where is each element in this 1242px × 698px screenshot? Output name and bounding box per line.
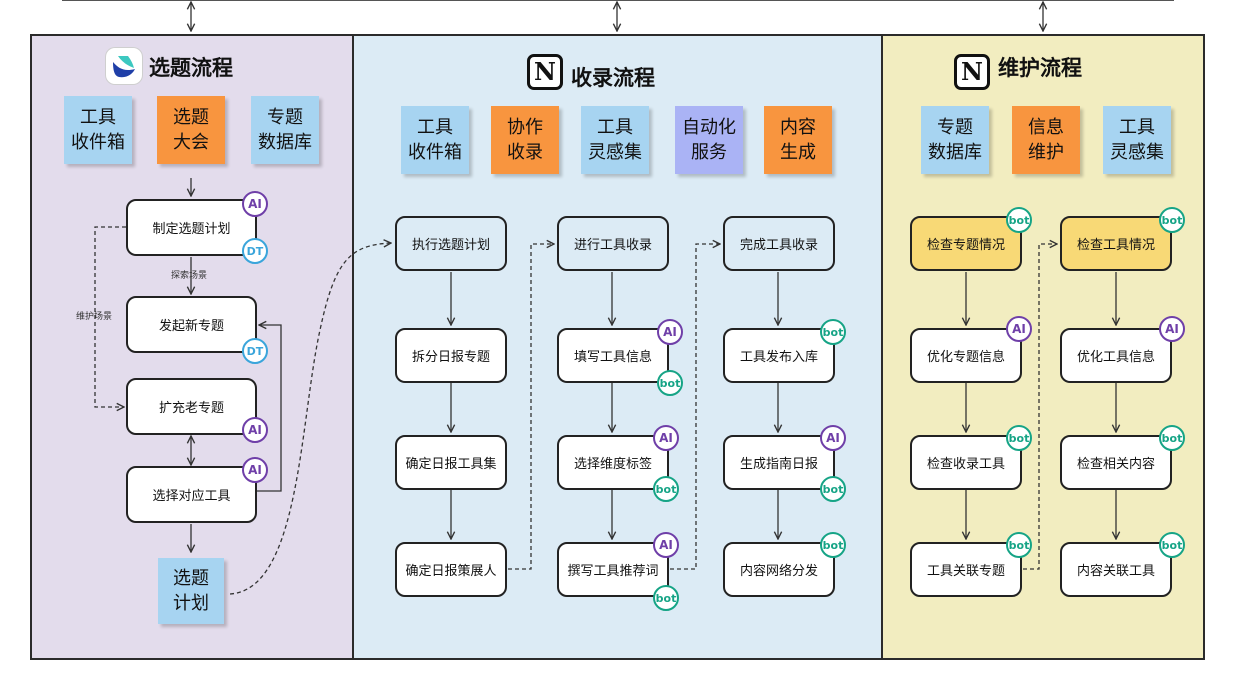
sticky-note: 工具收件箱 xyxy=(401,106,469,174)
ai-badge: AI xyxy=(242,191,268,217)
bot-badge: bot xyxy=(653,585,679,611)
flow-node: 进行工具收录 xyxy=(557,216,669,271)
flow-node: 检查收录工具 xyxy=(910,435,1022,490)
ai-badge: AI xyxy=(657,319,683,345)
sticky-note: 自动化服务 xyxy=(675,106,743,174)
sticky-note: 信息维护 xyxy=(1012,106,1080,174)
section-title: 收录流程 xyxy=(571,66,655,90)
ai-badge: AI xyxy=(653,425,679,451)
flow-node: 拆分日报专题 xyxy=(395,328,507,383)
flow-node: 发起新专题 xyxy=(126,296,257,353)
sticky-note: 专题数据库 xyxy=(251,96,319,164)
flow-node: 工具发布入库 xyxy=(723,328,835,383)
edge-label: 探索场景 xyxy=(171,271,208,281)
notion-logo-icon: N xyxy=(527,54,563,90)
sticky-note: 协作收录 xyxy=(491,106,559,174)
bot-badge: bot xyxy=(1006,425,1032,451)
bot-badge: bot xyxy=(820,532,846,558)
flow-node: 优化工具信息 xyxy=(1060,328,1172,383)
flow-node: 完成工具收录 xyxy=(723,216,835,271)
bot-badge: bot xyxy=(1159,425,1185,451)
bot-badge: bot xyxy=(1159,532,1185,558)
flow-node: 检查工具情况 xyxy=(1060,216,1172,271)
flow-node: 工具关联专题 xyxy=(910,542,1022,597)
dt-badge: DT xyxy=(242,238,268,264)
notion-logo-icon: N xyxy=(954,54,990,90)
flow-node: 确定日报工具集 xyxy=(395,435,507,490)
bot-badge: bot xyxy=(1006,532,1032,558)
flow-node: 选择维度标签 xyxy=(557,435,669,490)
sticky-note: 选题大会 xyxy=(157,96,225,164)
ai-badge: AI xyxy=(653,532,679,558)
ai-badge: AI xyxy=(1006,316,1032,342)
flow-node: 制定选题计划 xyxy=(126,199,257,256)
bot-badge: bot xyxy=(820,476,846,502)
flow-node: 填写工具信息 xyxy=(557,328,669,383)
bot-badge: bot xyxy=(820,319,846,345)
flow-node: 优化专题信息 xyxy=(910,328,1022,383)
flow-node: 执行选题计划 xyxy=(395,216,507,271)
sticky-note: 内容生成 xyxy=(764,106,832,174)
flow-node: 生成指南日报 xyxy=(723,435,835,490)
section-title: 选题流程 xyxy=(149,56,233,80)
sticky-note: 工具收件箱 xyxy=(64,96,132,164)
bot-badge: bot xyxy=(653,476,679,502)
feishu-logo-icon xyxy=(106,48,142,84)
flow-node: 扩充老专题 xyxy=(126,378,257,435)
bot-badge: bot xyxy=(1159,207,1185,233)
flow-node: 检查相关内容 xyxy=(1060,435,1172,490)
bot-badge: bot xyxy=(1006,207,1032,233)
flow-node: 内容网络分发 xyxy=(723,542,835,597)
ai-badge: AI xyxy=(242,417,268,443)
sticky-note: 专题数据库 xyxy=(921,106,989,174)
sticky-note: 工具灵感集 xyxy=(1103,106,1171,174)
flow-node: 选择对应工具 xyxy=(126,466,257,523)
ai-badge: AI xyxy=(820,425,846,451)
dt-badge: DT xyxy=(242,338,268,364)
ai-badge: AI xyxy=(242,457,268,483)
bot-badge: bot xyxy=(657,370,683,396)
sticky-note-output: 选题计划 xyxy=(158,558,224,624)
sticky-note: 工具灵感集 xyxy=(581,106,649,174)
flow-node: 检查专题情况 xyxy=(910,216,1022,271)
flow-node: 确定日报策展人 xyxy=(395,542,507,597)
top-divider xyxy=(62,0,1174,1)
ai-badge: AI xyxy=(1159,316,1185,342)
flow-node: 内容关联工具 xyxy=(1060,542,1172,597)
edge-label: 维护场景 xyxy=(76,312,113,322)
section-title: 维护流程 xyxy=(998,56,1082,80)
flow-node: 撰写工具推荐词 xyxy=(557,542,669,597)
